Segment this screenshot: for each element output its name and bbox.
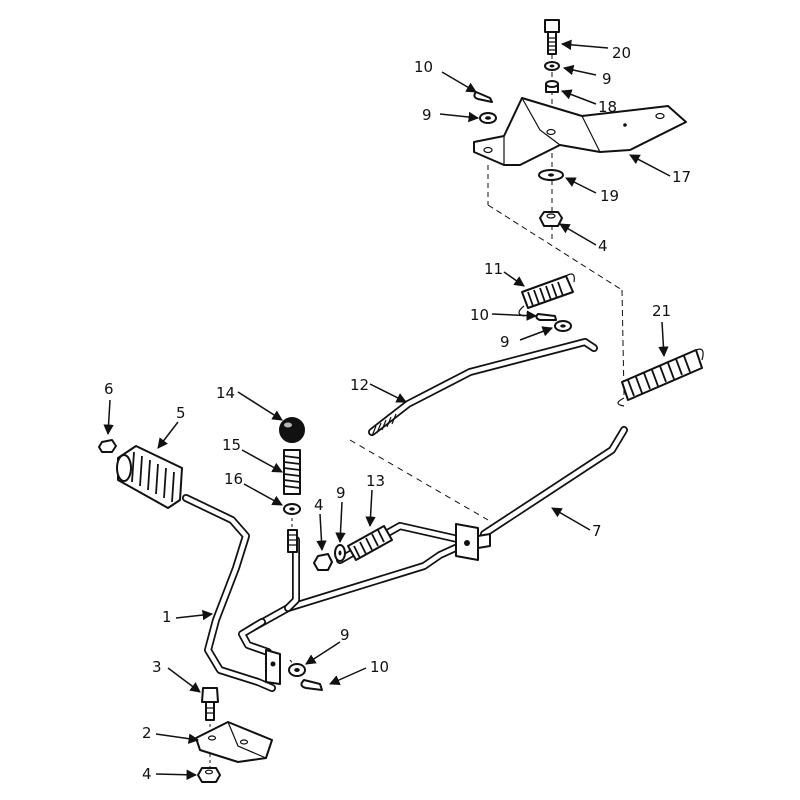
callout-9: 9 <box>500 333 510 351</box>
callout-2: 2 <box>142 724 152 742</box>
callout-4: 4 <box>314 496 324 514</box>
knob-14 <box>279 417 305 443</box>
callout-21: 21 <box>652 302 671 320</box>
spring-21 <box>617 348 704 407</box>
nut-6 <box>98 439 117 453</box>
bolt-20 <box>544 19 560 55</box>
cotter-pin-10-lever <box>300 679 323 691</box>
washer-9-mid <box>554 320 572 332</box>
rod-7 <box>480 426 628 538</box>
cotter-pin-10-mid <box>535 313 557 321</box>
callout-7: 7 <box>592 522 602 540</box>
spring-13 <box>347 525 393 561</box>
washer-9-lever <box>288 663 306 677</box>
callout-labels: 20 9 18 10 9 17 19 4 11 10 9 21 12 14 6 … <box>104 44 691 783</box>
rod-12 <box>368 338 598 437</box>
spacer-18 <box>545 80 559 93</box>
callout-18: 18 <box>598 98 617 116</box>
callout-9: 9 <box>422 106 432 124</box>
callout-4: 4 <box>142 765 152 783</box>
washer-19 <box>538 169 564 181</box>
lever-1 <box>182 494 281 692</box>
callout-16: 16 <box>224 470 243 488</box>
callout-13: 13 <box>366 472 385 490</box>
callout-9: 9 <box>602 70 612 88</box>
washer-9-bracket <box>479 112 497 124</box>
callout-11: 11 <box>484 260 503 278</box>
washer-9-top <box>544 61 560 71</box>
callout-12: 12 <box>350 376 369 394</box>
callout-17: 17 <box>672 168 691 186</box>
nut-4-mid <box>313 553 333 571</box>
handle-grip-5 <box>116 445 183 509</box>
callout-15: 15 <box>222 436 241 454</box>
threaded-stub <box>287 529 298 553</box>
callout-9: 9 <box>336 484 346 502</box>
callout-5: 5 <box>176 404 186 422</box>
washer-9-spring <box>334 544 346 562</box>
spring-15 <box>283 449 301 495</box>
callout-20: 20 <box>612 44 631 62</box>
callout-9: 9 <box>340 626 350 644</box>
callout-19: 19 <box>600 187 619 205</box>
callout-6: 6 <box>104 380 114 398</box>
callout-3: 3 <box>152 658 162 676</box>
mounting-plate-2 <box>195 721 273 763</box>
cotter-pin-10-top <box>473 91 493 103</box>
nut-4-top <box>539 211 563 227</box>
callout-4: 4 <box>598 237 608 255</box>
washer-16 <box>283 503 301 515</box>
spring-11 <box>518 273 575 317</box>
callout-1: 1 <box>162 608 172 626</box>
pivot-plate <box>455 523 491 561</box>
nut-4-bottom <box>197 767 221 783</box>
callout-14: 14 <box>216 384 235 402</box>
mounting-bracket <box>473 97 687 166</box>
callout-10: 10 <box>414 58 433 76</box>
callout-10: 10 <box>470 306 489 324</box>
callout-10: 10 <box>370 658 389 676</box>
bolt-3 <box>201 687 219 721</box>
leader-arrows <box>103 39 671 781</box>
